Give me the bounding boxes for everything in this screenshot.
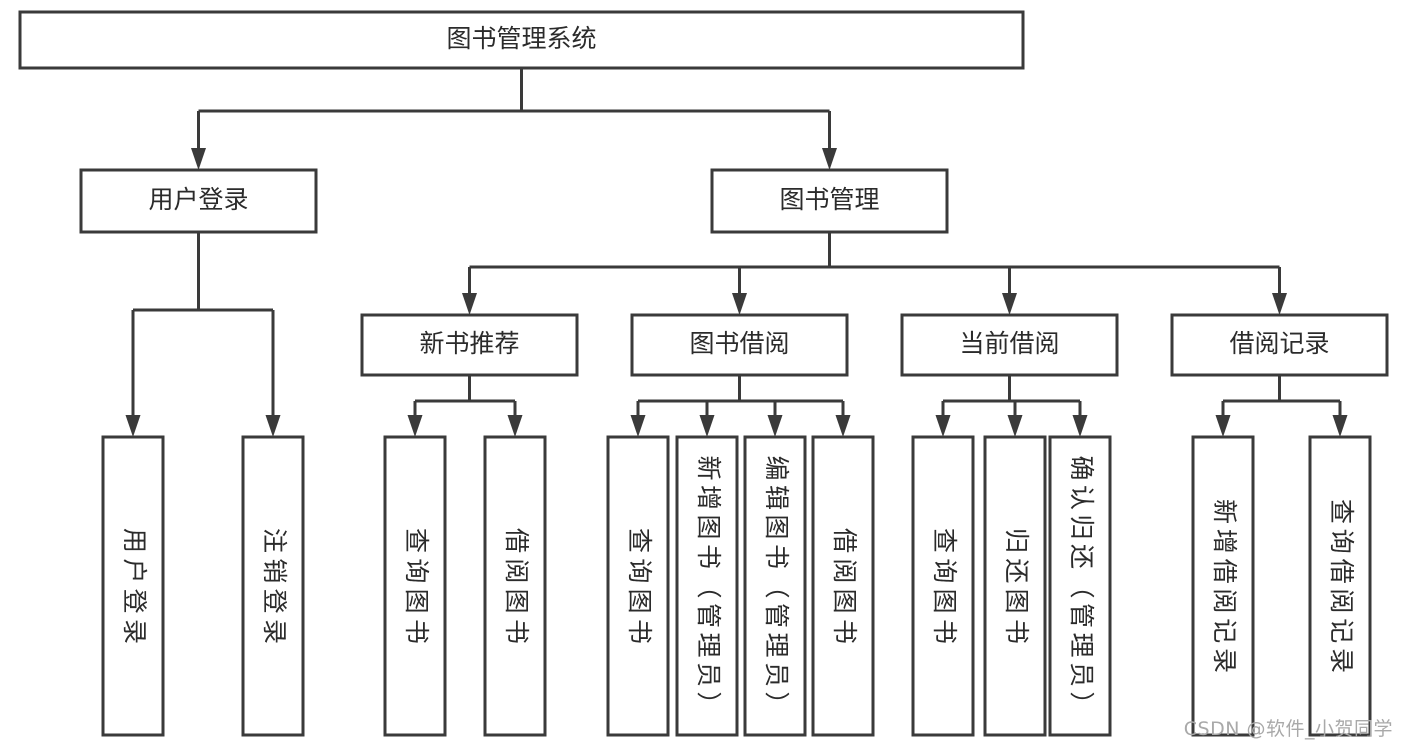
node-leaf-add-record[interactable]: 新增借阅记录 xyxy=(1191,435,1255,737)
node-box-leaf-add-record xyxy=(1191,435,1255,737)
node-box-leaf-confirm-return xyxy=(1048,435,1112,737)
edge-group-book-borrow xyxy=(630,375,851,437)
node-box-leaf-edit-book xyxy=(743,435,807,737)
node-current-borrow[interactable]: 当前借阅 xyxy=(900,313,1119,377)
arrow-head-icon xyxy=(407,415,423,437)
node-label-leaf-edit-book: 编辑图书（管理员） xyxy=(762,456,791,717)
node-leaf-borrow-book-2[interactable]: 借阅图书 xyxy=(811,435,875,737)
node-box-leaf-logout xyxy=(241,435,305,737)
node-box-borrow-record xyxy=(1170,313,1389,377)
edge-group-book-manage xyxy=(462,232,1287,315)
node-leaf-confirm-return[interactable]: 确认归还（管理员） xyxy=(1048,435,1112,737)
node-box-leaf-query-record xyxy=(1308,435,1372,737)
node-label-borrow-record: 借阅记录 xyxy=(1229,329,1329,358)
connector-layer xyxy=(125,68,1348,437)
arrow-head-icon xyxy=(125,415,141,437)
node-user-login[interactable]: 用户登录 xyxy=(79,168,318,234)
node-leaf-add-book[interactable]: 新增图书（管理员） xyxy=(675,435,739,737)
arrow-head-icon xyxy=(1002,293,1017,315)
node-leaf-return-book[interactable]: 归还图书 xyxy=(983,435,1047,737)
node-box-user-login xyxy=(79,168,318,234)
node-label-new-book-rec: 新书推荐 xyxy=(419,329,519,358)
arrow-head-icon xyxy=(1272,293,1287,315)
arrow-head-icon xyxy=(1332,415,1348,437)
node-new-book-rec[interactable]: 新书推荐 xyxy=(360,313,579,377)
node-label-leaf-add-book: 新增图书（管理员） xyxy=(694,456,723,717)
node-box-leaf-query-book-1 xyxy=(383,435,447,737)
arrow-head-icon xyxy=(822,148,837,170)
arrow-head-icon xyxy=(1007,415,1023,437)
arrow-head-icon xyxy=(835,415,851,437)
node-label-book-manage: 图书管理 xyxy=(779,185,879,214)
arrow-head-icon xyxy=(191,148,206,170)
edge-group-current-borrow xyxy=(935,375,1088,437)
node-label-leaf-confirm-return: 确认归还（管理员） xyxy=(1067,456,1096,717)
node-box-leaf-user-login xyxy=(101,435,165,737)
node-leaf-query-book-1[interactable]: 查询图书 xyxy=(383,435,447,737)
arrow-head-icon xyxy=(462,293,477,315)
node-book-borrow[interactable]: 图书借阅 xyxy=(630,313,849,377)
node-box-current-borrow xyxy=(900,313,1119,377)
node-leaf-query-book-2[interactable]: 查询图书 xyxy=(606,435,670,737)
edge-group-root xyxy=(191,68,837,170)
node-root[interactable]: 图书管理系统 xyxy=(18,10,1025,70)
node-box-book-borrow xyxy=(630,313,849,377)
arrow-head-icon xyxy=(1072,415,1088,437)
node-box-leaf-query-book-3 xyxy=(911,435,975,737)
edge-group-new-book-rec xyxy=(407,375,523,437)
node-label-current-borrow: 当前借阅 xyxy=(959,329,1059,358)
edge-group-borrow-record xyxy=(1215,375,1348,437)
node-box-leaf-borrow-book-1 xyxy=(483,435,547,737)
node-book-manage[interactable]: 图书管理 xyxy=(710,168,949,234)
node-box-book-manage xyxy=(710,168,949,234)
arrow-head-icon xyxy=(1215,415,1231,437)
arrow-head-icon xyxy=(265,415,281,437)
arrow-head-icon xyxy=(732,293,747,315)
node-borrow-record[interactable]: 借阅记录 xyxy=(1170,313,1389,377)
node-leaf-user-login[interactable]: 用户登录 xyxy=(101,435,165,737)
node-leaf-borrow-book-1[interactable]: 借阅图书 xyxy=(483,435,547,737)
node-leaf-query-book-3[interactable]: 查询图书 xyxy=(911,435,975,737)
node-label-book-borrow: 图书借阅 xyxy=(689,329,789,358)
watermark-text: CSDN @软件_小贺同学 xyxy=(1183,718,1393,740)
node-leaf-edit-book[interactable]: 编辑图书（管理员） xyxy=(743,435,807,737)
arrow-head-icon xyxy=(935,415,951,437)
node-box-new-book-rec xyxy=(360,313,579,377)
node-box-leaf-return-book xyxy=(983,435,1047,737)
node-layer: 图书管理系统用户登录图书管理新书推荐图书借阅当前借阅借阅记录用户登录注销登录查询… xyxy=(18,10,1389,737)
node-box-root xyxy=(18,10,1025,70)
node-label-root: 图书管理系统 xyxy=(446,24,596,53)
node-box-leaf-add-book xyxy=(675,435,739,737)
arrow-head-icon xyxy=(630,415,646,437)
arrow-head-icon xyxy=(767,415,783,437)
arrow-head-icon xyxy=(507,415,523,437)
node-box-leaf-borrow-book-2 xyxy=(811,435,875,737)
node-leaf-logout[interactable]: 注销登录 xyxy=(241,435,305,737)
node-box-leaf-query-book-2 xyxy=(606,435,670,737)
arrow-head-icon xyxy=(699,415,715,437)
edge-group-user-login xyxy=(125,232,281,437)
node-leaf-query-record[interactable]: 查询借阅记录 xyxy=(1308,435,1372,737)
node-label-user-login: 用户登录 xyxy=(148,185,248,214)
